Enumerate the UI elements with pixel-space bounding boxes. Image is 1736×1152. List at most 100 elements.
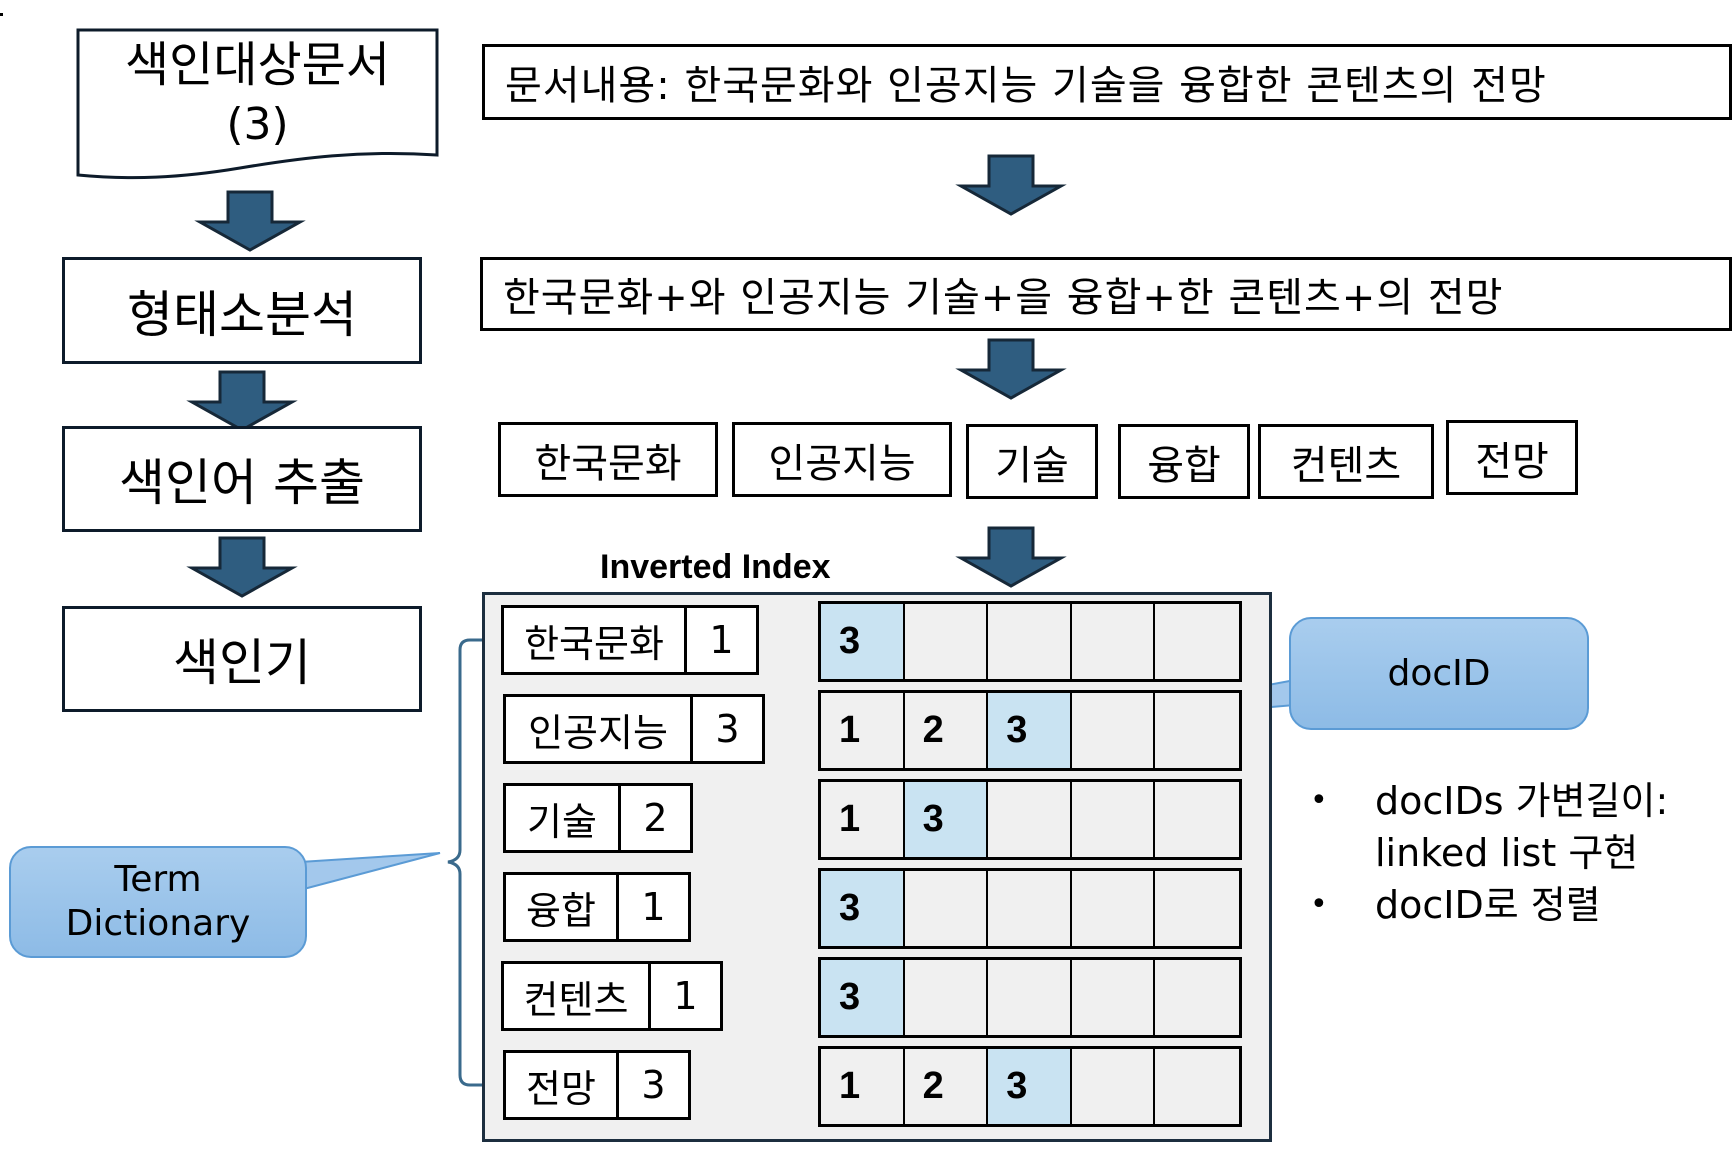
token-label: 인공지능 <box>768 440 916 487</box>
postings-list: 3 <box>818 957 1242 1038</box>
posting-cell: 1 <box>821 693 905 768</box>
posting-cell <box>1071 693 1156 768</box>
step-label: 색인기 <box>173 634 311 692</box>
posting-cell <box>1071 960 1156 1035</box>
term-dictionary-callout: Term Dictionary <box>9 846 307 958</box>
posting-cell <box>1155 693 1240 768</box>
corner-dot <box>0 13 3 16</box>
posting-cell <box>1071 782 1156 857</box>
token: 융합 <box>1118 424 1250 499</box>
term-doc-frequency: 2 <box>621 783 693 853</box>
posting-cell <box>1155 782 1240 857</box>
posting-cell <box>904 871 989 946</box>
source-document-title: 색인대상문서 <box>125 37 390 93</box>
note-line: linked list 구현 <box>1375 831 1639 875</box>
posting-cell: 3 <box>821 604 905 679</box>
flow-arrow-down-icon <box>955 338 1067 400</box>
postings-list: 3 <box>818 868 1242 949</box>
posting-cell <box>1155 871 1240 946</box>
step-label: 색인어 추출 <box>119 454 365 512</box>
token-label: 컨텐츠 <box>1290 442 1402 489</box>
step-index-term-extraction: 색인어 추출 <box>62 426 422 532</box>
notes-list: • docIDs 가변길이: linked list 구현 • docID로 정… <box>1310 775 1668 931</box>
posting-cell: 3 <box>821 960 905 1035</box>
morpheme-result-box: 한국문화+와 인공지능 기술+을 융합+한 콘텐츠+의 전망 <box>480 257 1732 331</box>
posting-cell <box>1155 604 1240 679</box>
term-name: 전망 <box>503 1050 619 1120</box>
posting-cell <box>1155 1049 1240 1124</box>
posting-cell <box>1155 960 1240 1035</box>
callout-line: Dictionary <box>65 903 251 944</box>
docid-callout: docID <box>1289 617 1589 730</box>
term-dictionary-bracket <box>447 638 482 1087</box>
term-dictionary-callout-pointer <box>299 852 441 892</box>
flow-arrow-down-icon <box>194 190 306 252</box>
token-label: 기술 <box>995 442 1069 489</box>
callout-text: docID <box>1387 653 1491 694</box>
note-text: docIDs 가변길이: linked list 구현 <box>1375 775 1668 879</box>
token: 기술 <box>966 424 1098 499</box>
term-name: 인공지능 <box>503 694 693 764</box>
posting-cell: 3 <box>904 782 989 857</box>
posting-cell: 2 <box>904 1049 989 1124</box>
posting-cell <box>904 960 989 1035</box>
token: 컨텐츠 <box>1258 424 1434 499</box>
posting-cell <box>1071 1049 1156 1124</box>
token-label: 전망 <box>1475 438 1549 485</box>
note-item: • docIDs 가변길이: linked list 구현 <box>1310 775 1668 879</box>
term-name: 한국문화 <box>501 605 687 675</box>
callout-line: Term <box>114 859 202 900</box>
flow-arrow-down-icon <box>955 154 1067 216</box>
token: 전망 <box>1446 420 1578 495</box>
term-doc-frequency: 1 <box>651 961 723 1031</box>
term-name: 기술 <box>503 783 621 853</box>
posting-cell <box>904 604 989 679</box>
posting-cell <box>988 871 1072 946</box>
note-line: docIDs 가변길이: <box>1375 779 1669 823</box>
token: 한국문화 <box>498 422 718 497</box>
document-content-box: 문서내용: 한국문화와 인공지능 기술을 융합한 콘텐츠의 전망 <box>482 44 1732 120</box>
flow-arrow-down-icon <box>186 536 298 598</box>
document-content-text: 문서내용: 한국문화와 인공지능 기술을 융합한 콘텐츠의 전망 <box>505 63 1547 109</box>
posting-cell: 2 <box>904 693 989 768</box>
posting-cell: 3 <box>821 871 905 946</box>
posting-cell: 1 <box>821 782 905 857</box>
term-doc-frequency: 3 <box>693 694 765 764</box>
term-name: 컨텐츠 <box>501 961 651 1031</box>
step-indexer: 색인기 <box>62 606 422 712</box>
token-label: 융합 <box>1147 442 1221 489</box>
flow-arrow-down-icon <box>186 370 298 432</box>
step-label: 형태소분석 <box>127 285 357 344</box>
bullet-icon: • <box>1310 783 1328 818</box>
term-doc-frequency: 1 <box>619 872 691 942</box>
token-label: 한국문화 <box>534 440 682 487</box>
bullet-icon: • <box>1310 887 1328 922</box>
posting-cell <box>1071 871 1156 946</box>
flow-arrow-down-icon <box>955 526 1067 588</box>
note-item: • docID로 정렬 <box>1310 879 1668 931</box>
term-name: 융합 <box>503 872 619 942</box>
posting-cell <box>1071 604 1156 679</box>
source-document-count: (3) <box>226 99 289 150</box>
posting-cell <box>988 782 1072 857</box>
morpheme-result-text: 한국문화+와 인공지능 기술+을 융합+한 콘텐츠+의 전망 <box>503 275 1504 321</box>
posting-cell: 1 <box>821 1049 905 1124</box>
posting-cell: 3 <box>988 1049 1072 1124</box>
posting-cell <box>988 960 1072 1035</box>
token: 인공지능 <box>732 422 952 497</box>
term-doc-frequency: 3 <box>619 1050 691 1120</box>
posting-cell <box>988 604 1072 679</box>
step-morpheme-analysis: 형태소분석 <box>62 257 422 364</box>
source-document: 색인대상문서 (3) <box>78 30 437 160</box>
posting-cell: 3 <box>988 693 1072 768</box>
postings-list: 3 <box>818 601 1242 682</box>
